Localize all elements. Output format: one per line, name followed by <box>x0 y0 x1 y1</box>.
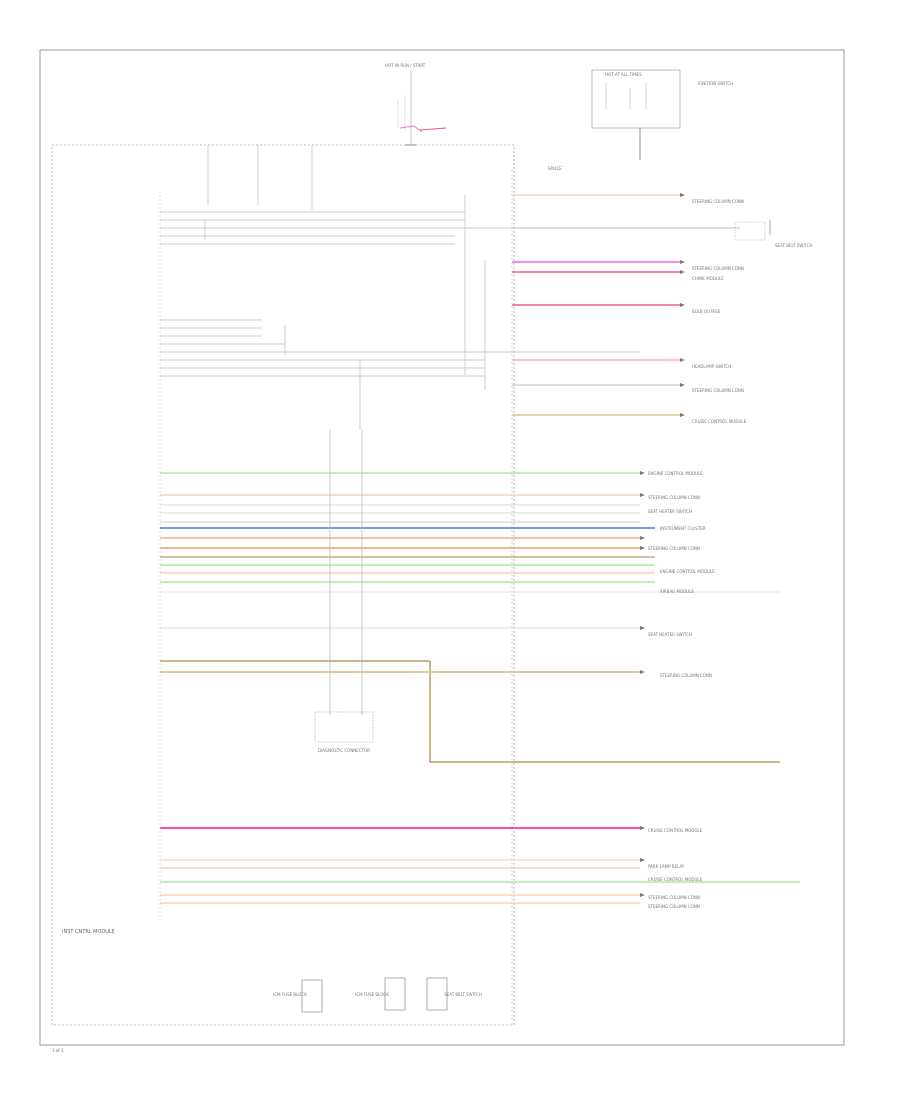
splice-label: SPLICE <box>548 166 562 171</box>
bottom-component-label-2: ICM FUSE BLOCK <box>355 992 389 997</box>
module-outline <box>51 144 515 1026</box>
diagnostic-connector: DIAGNOSTIC CONNECTOR <box>314 430 374 753</box>
right-label-8: CRUISE CONTROL MODULE <box>692 419 747 424</box>
right-label-11: SEAT HEATER SWITCH <box>648 509 692 514</box>
footer-label: 1 of 3 <box>52 1048 64 1053</box>
lower-colored-wires <box>160 472 800 904</box>
right-label-17: STEERING COLUMN CONN <box>660 673 712 678</box>
top-fuse-label: HOT IN RUN / START <box>385 63 426 68</box>
fuse-box-label: HOT AT ALL TIMES <box>605 72 642 77</box>
right-label-14: ENGINE CONTROL MODULE <box>660 569 715 574</box>
right-label-13: STEERING COLUMN CONN <box>648 546 700 551</box>
bottom-component-label-1: ICM FUSE BLOCK <box>273 992 307 997</box>
top-fuse-feed <box>397 70 447 146</box>
right-label-22: STEERING COLUMN CONN <box>648 904 700 909</box>
page-border <box>39 49 845 1046</box>
right-upper-wires <box>512 194 740 416</box>
right-label-2: SEAT BELT SWITCH <box>775 243 813 248</box>
diagnostic-connector-label: DIAGNOSTIC CONNECTOR <box>318 748 370 753</box>
ignition-label: IGNITION SWITCH <box>698 81 733 86</box>
right-label-1: STEERING COLUMN CONN <box>692 199 744 204</box>
upper-gray-wires <box>160 211 640 377</box>
right-label-5: BULB OUTAGE <box>692 309 721 314</box>
right-connector-labels: STEERING COLUMN CONN SEAT BELT SWITCH ST… <box>648 199 813 909</box>
top-connectors <box>204 145 486 430</box>
fuse-box <box>591 69 681 160</box>
right-label-21: STEERING COLUMN CONN <box>648 895 700 900</box>
seat-belt-switch <box>734 220 771 241</box>
module-label: INST CNTRL MODULE <box>62 929 115 935</box>
right-label-7: STEERING COLUMN CONN <box>692 388 744 393</box>
right-label-15: AIRBAG MODULE <box>660 589 694 594</box>
right-label-6: HEADLAMP SWITCH <box>692 364 731 369</box>
right-label-18: CRUISE CONTROL MODULE <box>648 828 703 833</box>
right-label-3: STEERING COLUMN CONN <box>692 266 744 271</box>
bottom-component-label-3: SEAT BELT SWITCH <box>444 992 482 997</box>
right-label-16: SEAT HEATER SWITCH <box>648 632 692 637</box>
right-label-20: CRUISE CONTROL MODULE <box>648 877 703 882</box>
right-label-10: STEERING COLUMN CONN <box>648 495 700 500</box>
right-label-9: ENGINE CONTROL MODULE <box>648 471 703 476</box>
bottom-components: ICM FUSE BLOCK ICM FUSE BLOCK SEAT BELT … <box>273 977 482 1013</box>
right-label-4: CHIME MODULE <box>692 276 724 281</box>
connector-arrows <box>640 193 685 897</box>
right-label-19: PARK LAMP RELAY <box>648 864 685 869</box>
right-label-12: INSTRUMENT CLUSTER <box>660 526 706 531</box>
